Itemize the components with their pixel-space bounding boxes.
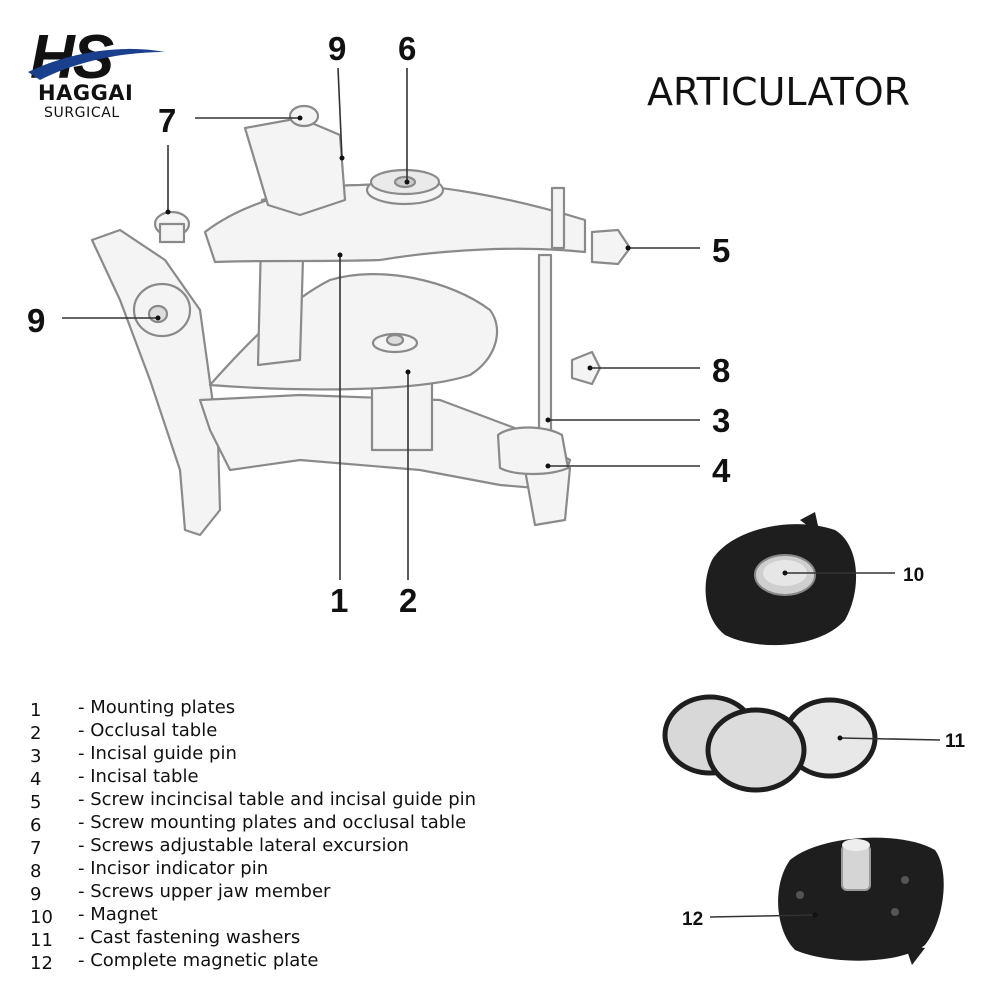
callout-4: 4 [712,452,731,489]
washers-part [662,694,878,793]
callout-11: 11 [945,731,966,752]
screw-7-top [288,104,320,128]
legend-number: 8 [30,861,42,882]
callout-3: 3 [712,402,730,439]
legend-number: 10 [30,907,53,928]
magnet-part [705,512,857,646]
callout-1: 1 [330,582,348,619]
legend-text: - Complete magnetic plate [78,950,319,971]
legend-text: - Occlusal table [78,720,218,741]
rear-upright [90,228,222,537]
central-column [370,378,434,452]
legend-number: 3 [30,746,42,767]
legend-item: 8 - Incisor indicator pin [30,857,550,882]
legend-text: - Screws adjustable lateral excursion [78,835,409,856]
legend-text: - Screw mounting plates and occlusal tab… [78,812,467,833]
parts-legend: 1 - Mounting plates 2 - Occlusal table 3 - … [30,696,550,974]
legend-number: 7 [30,838,42,859]
upper-bracket [243,116,347,217]
incisal-table [496,426,570,476]
legend-text: - Incisal guide pin [78,743,237,764]
legend-number: 5 [30,792,42,813]
brand-subtitle: SURGICAL [44,105,120,121]
swoosh-logo-icon [28,48,165,80]
legend-number: 9 [30,884,42,905]
legend-text: - Incisal table [78,766,199,787]
leader-lines [62,67,941,918]
legend-number: 6 [30,815,42,836]
legend-item: 3 - Incisal guide pin [30,742,550,767]
legend-number: 12 [30,953,53,974]
legend-text: - Cast fastening washers [78,927,301,948]
legend-number: 1 [30,700,42,721]
callout-9-top: 9 [328,30,346,67]
callout-2: 2 [399,582,417,619]
legend-item: 11 - Cast fastening washers [30,926,550,951]
callout-6: 6 [398,30,416,67]
brand-logo: HS [28,23,165,92]
leader-dots [155,115,843,918]
occlusal-table-shape [208,273,499,391]
legend-item: 2 - Occlusal table [30,719,550,744]
screw-5 [590,228,632,266]
legend-item: 12 - Complete magnetic plate [30,949,550,974]
incisal-guide-pin [537,253,553,457]
legend-text: - Magnet [78,904,158,925]
callout-7-top: 7 [158,102,176,139]
callout-10: 10 [903,565,924,586]
legend-text: - Mounting plates [78,697,236,718]
legend-number: 4 [30,769,42,790]
screw-8 [570,350,602,386]
legend-text: - Incisor indicator pin [78,858,269,879]
legend-item: 5 - Screw incincisal table and incisal gu… [30,788,550,813]
legend-item: 1 - Mounting plates [30,696,550,721]
legend-item: 10 - Magnet [30,903,550,928]
magnetic-plate-part [778,837,944,965]
callout-8: 8 [712,352,730,389]
legend-item: 6 - Screw mounting plates and occlusal ta… [30,811,550,836]
legend-number: 11 [30,930,53,951]
callout-labels: 9 6 7 7 5 9 8 3 4 1 2 10 11 12 [27,30,966,930]
legend-item: 9 - Screws upper jaw member [30,880,550,905]
legend-text: - Screw incincisal table and incisal gui… [78,789,477,810]
articulator-illustration [90,104,632,537]
legend-item: 4 - Incisal table [30,765,550,790]
legend-text: - Screws upper jaw member [78,881,331,902]
brand-name: HAGGAI [38,81,134,105]
page-title: ARTICULATOR [647,70,911,114]
callout-12: 12 [682,909,703,930]
legend-number: 2 [30,723,42,744]
legend-item: 7 - Screws adjustable lateral excursion [30,834,550,859]
callout-5: 5 [712,232,730,269]
callout-9-left: 9 [27,302,45,339]
front-foot [523,466,572,527]
